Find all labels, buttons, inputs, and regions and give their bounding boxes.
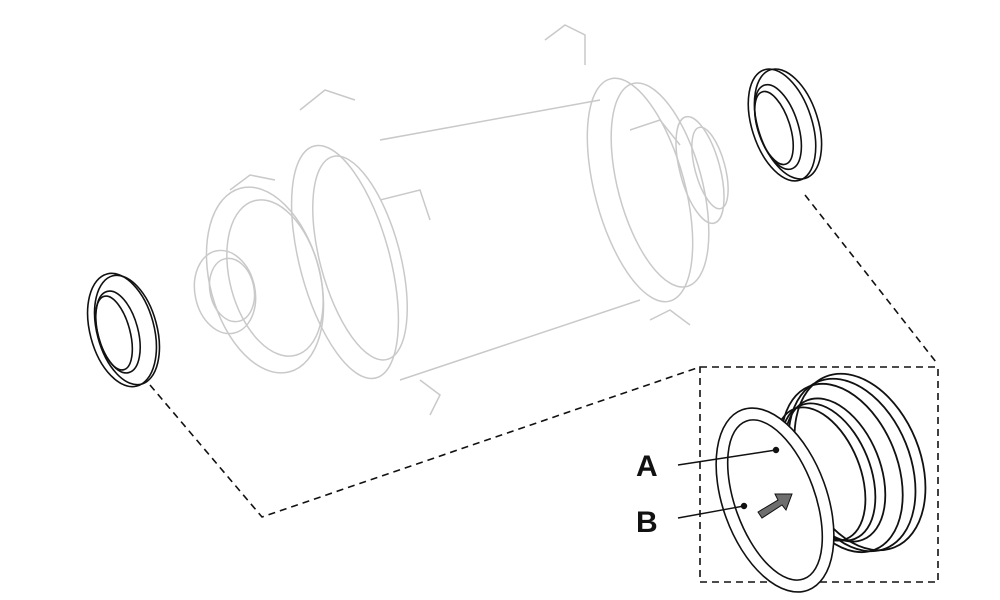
callout-dashed-lines xyxy=(149,194,939,583)
right-bearing-seal xyxy=(747,68,823,182)
insert-arrow-icon xyxy=(757,493,793,519)
detail-ring xyxy=(715,407,835,593)
label-b: B xyxy=(636,506,658,539)
left-bearing-seal xyxy=(86,272,161,388)
hub-body xyxy=(193,24,729,416)
label-a: A xyxy=(636,450,658,483)
detail-seal xyxy=(773,372,927,554)
leader-lines xyxy=(677,446,780,519)
